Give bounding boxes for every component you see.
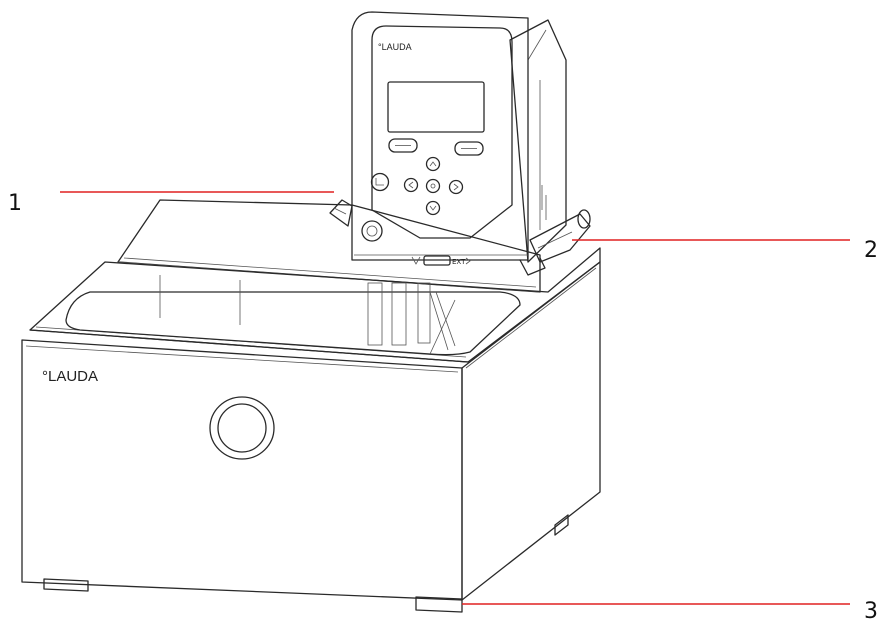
ext-connector (423, 255, 451, 266)
lcd-display (387, 81, 485, 133)
timer-button (370, 172, 390, 192)
connector-arrow-icon (411, 256, 421, 265)
sight-glass-outer (209, 396, 275, 460)
bath-cover-plate (117, 199, 541, 293)
enter-button (425, 178, 441, 194)
arrow-left-button (403, 177, 419, 193)
softkey-right-button (454, 141, 484, 156)
bath-brand-logo: °LAUDA (42, 368, 98, 385)
immersion-pump-parts (367, 282, 456, 351)
control-panel (371, 25, 513, 239)
arrow-down-button (425, 200, 441, 216)
pump-nozzle-left (329, 199, 353, 227)
power-switch (361, 220, 383, 242)
pump-outlet-right (529, 213, 591, 263)
leader-lines (60, 191, 850, 605)
ext-connector-label: EXT (452, 258, 466, 266)
bath-foot-back-right (554, 514, 569, 536)
sight-glass-inner (217, 403, 267, 453)
mounting-bracket (519, 257, 546, 276)
callouts: 1 2 3 (8, 191, 878, 624)
softkey-left-button (388, 138, 418, 153)
bath-body: °LAUDA (21, 261, 601, 613)
callout-1: 1 (8, 191, 22, 216)
head-brand-logo: °LAUDA (378, 42, 412, 52)
callout-2: 2 (864, 238, 878, 263)
arrow-up-button (425, 156, 441, 172)
bath-foot-front-right (415, 596, 463, 613)
control-head: °LAUDA EXT (329, 11, 591, 276)
bath-foot-left (43, 578, 89, 592)
callout-3: 3 (864, 599, 878, 624)
arrow-right-button (448, 179, 464, 195)
bath-rim (29, 247, 601, 363)
